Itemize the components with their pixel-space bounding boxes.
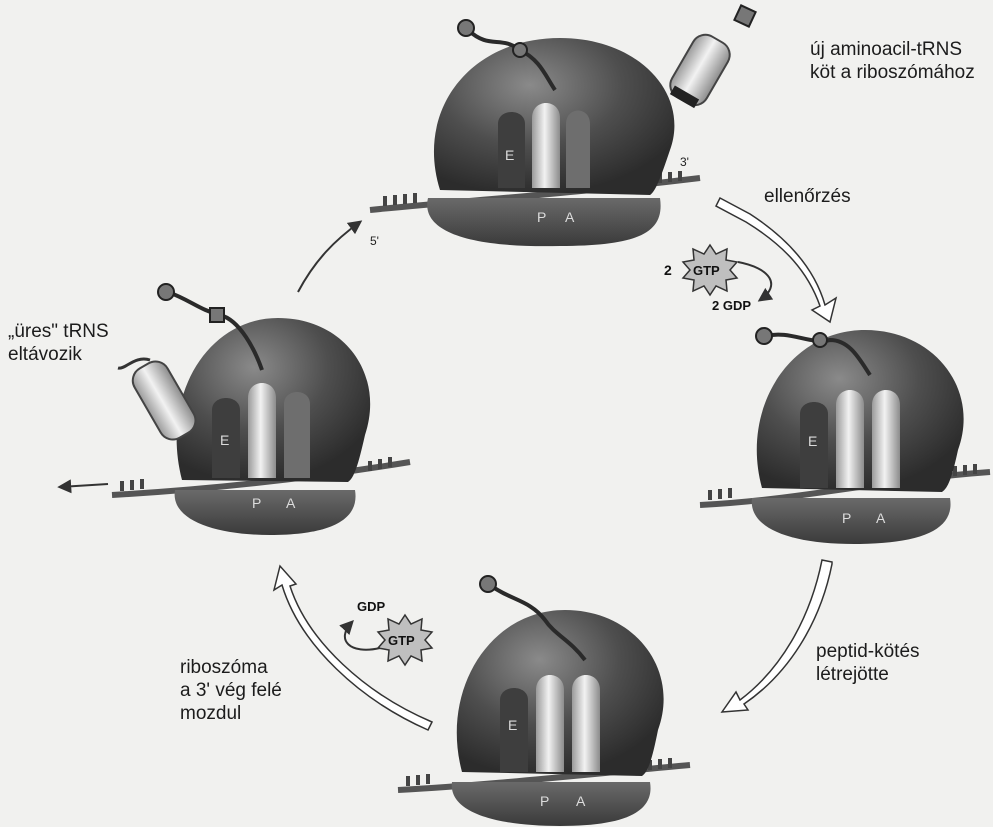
trna-a-site-partial bbox=[566, 111, 590, 189]
gtp-hydrolysis-curve bbox=[345, 622, 380, 650]
amino-acid bbox=[210, 308, 224, 322]
ribosome-bottom: E P A bbox=[398, 576, 690, 826]
a-site-label: A bbox=[876, 510, 886, 526]
amino-acid bbox=[480, 576, 496, 592]
small-subunit bbox=[175, 490, 356, 535]
mrna-5-prime-label: 5' bbox=[370, 234, 379, 248]
mrna-3-prime-label: 3' bbox=[680, 155, 689, 169]
gtp-starburst-top: GTP bbox=[683, 245, 737, 295]
incoming-aminoacyl-trna-complex bbox=[665, 30, 735, 111]
e-site-label: E bbox=[220, 432, 229, 448]
e-site-label: E bbox=[808, 433, 817, 449]
ribosome-left: E P A bbox=[60, 284, 410, 535]
ribosome-right: E P A bbox=[700, 328, 990, 544]
amino-acid bbox=[158, 284, 174, 300]
gtp-label: GTP bbox=[388, 633, 415, 648]
check-label: ellenőrzés bbox=[764, 185, 851, 208]
small-subunit bbox=[452, 782, 651, 826]
a-site-label: A bbox=[286, 495, 296, 511]
gtp-hydrolysis-curve bbox=[738, 262, 771, 300]
e-site-label: E bbox=[505, 147, 514, 163]
ribosome-top: E P A 5' 3' bbox=[370, 5, 756, 248]
arrow-right-to-bottom bbox=[722, 560, 832, 712]
amino-acid bbox=[756, 328, 772, 344]
empty-trna-leaves-label: „üres" tRNS eltávozik bbox=[8, 320, 109, 366]
p-site-label: P bbox=[540, 793, 549, 809]
amino-acid bbox=[458, 20, 474, 36]
p-site-label: P bbox=[537, 209, 546, 225]
gtp-count-label: 2 bbox=[664, 262, 672, 278]
trna-p-site bbox=[532, 103, 560, 188]
exit-arrow bbox=[60, 484, 108, 487]
trna-a-site-empty bbox=[284, 392, 310, 478]
peptide-bond-label: peptid-kötés létrejötte bbox=[816, 640, 920, 686]
arrow-left-to-top bbox=[298, 222, 360, 292]
p-site-label: P bbox=[842, 510, 851, 526]
gtp-label: GTP bbox=[693, 263, 720, 278]
amino-acid bbox=[813, 333, 827, 347]
amino-acid bbox=[734, 5, 755, 26]
gdp-label: GDP bbox=[357, 599, 386, 614]
e-site-label: E bbox=[508, 717, 517, 733]
trna-a-site bbox=[572, 675, 600, 772]
trna-a-site bbox=[872, 390, 900, 488]
gtp-starburst-bottom: GTP bbox=[378, 615, 432, 665]
trna-p-site bbox=[248, 383, 276, 478]
p-site-label: P bbox=[252, 495, 261, 511]
a-site-label: A bbox=[576, 793, 586, 809]
trna-p-site bbox=[836, 390, 864, 488]
trna-p-site bbox=[536, 675, 564, 772]
a-site-label: A bbox=[565, 209, 575, 225]
gdp-out-label: 2 GDP bbox=[712, 298, 751, 313]
amino-acid bbox=[513, 43, 527, 57]
ribosome-moves-label: riboszóma a 3' vég felé mozdul bbox=[180, 656, 282, 725]
new-aminoacyl-trna-label: új aminoacil-tRNS köt a riboszómához bbox=[810, 38, 975, 84]
